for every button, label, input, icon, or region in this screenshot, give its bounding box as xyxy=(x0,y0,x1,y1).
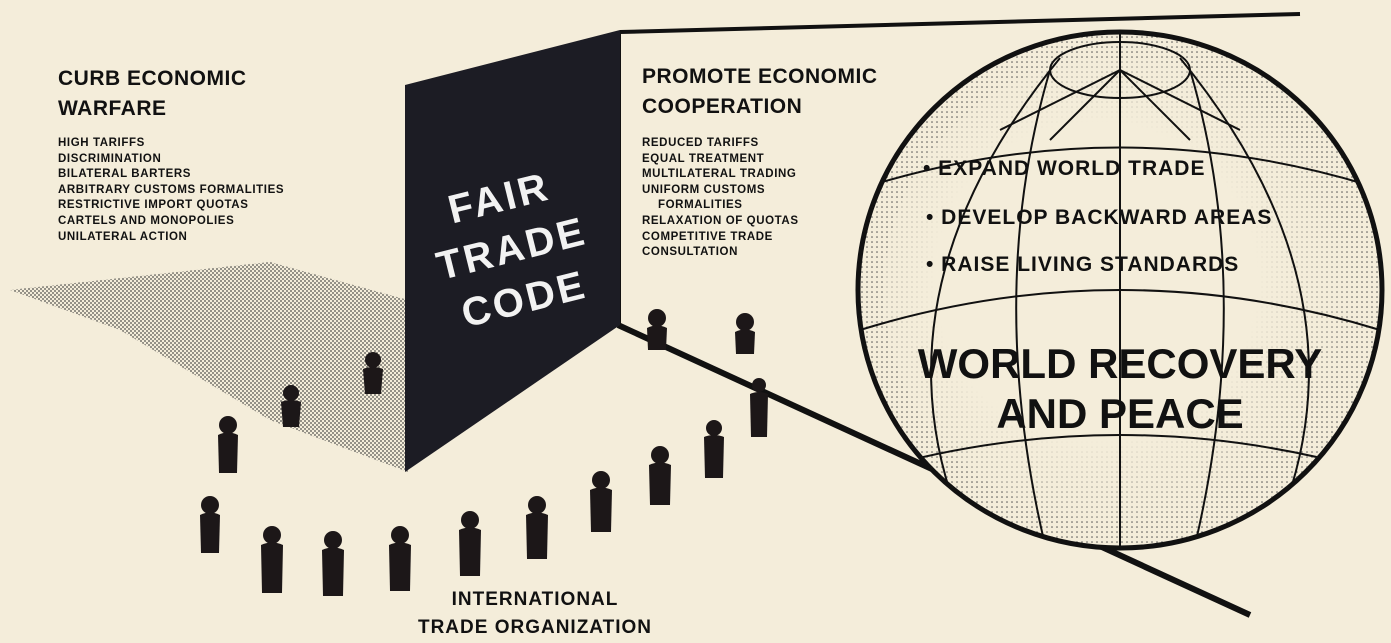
list-item: ARBITRARY CUSTOMS FORMALITIES xyxy=(58,183,285,196)
globe-result: WORLD RECOVERY AND PEACE xyxy=(918,340,1322,437)
globe-result-line: WORLD RECOVERY xyxy=(918,340,1322,387)
horizon-line xyxy=(619,12,1301,34)
floor-shadow xyxy=(10,262,408,472)
person-figure xyxy=(281,385,301,427)
right-heading-line: COOPERATION xyxy=(642,95,803,118)
globe-goal: • DEVELOP BACKWARD AREAS xyxy=(926,206,1272,229)
globe xyxy=(855,29,1385,551)
organization-label: INTERNATIONAL TRADE ORGANIZATION xyxy=(380,586,690,642)
left-list: HIGH TARIFFS DISCRIMINATION BILATERAL BA… xyxy=(58,136,284,245)
list-item: FORMALITIES xyxy=(658,199,743,212)
person-figure xyxy=(704,420,724,478)
list-item: CARTELS AND MONOPOLIES xyxy=(58,214,235,227)
list-item: UNIFORM CUSTOMS xyxy=(642,183,766,196)
person-figure xyxy=(261,526,283,593)
list-item: CONSULTATION xyxy=(642,246,738,259)
person-figure xyxy=(200,496,220,553)
person-figure xyxy=(526,496,548,559)
list-item: EQUAL TREATMENT xyxy=(642,152,765,165)
person-figure xyxy=(649,446,671,505)
left-heading-line: CURB ECONOMIC xyxy=(58,67,247,90)
globe-goals: • EXPAND WORLD TRADE • DEVELOP BACKWARD … xyxy=(923,157,1272,276)
person-figure xyxy=(218,416,238,473)
people-figures xyxy=(200,309,768,596)
person-figure xyxy=(750,378,768,437)
globe-result-line: AND PEACE xyxy=(996,390,1243,437)
organization-label-line: INTERNATIONAL xyxy=(451,589,619,610)
list-item: BILATERAL BARTERS xyxy=(58,168,192,181)
list-item: RELAXATION OF QUOTAS xyxy=(642,214,799,227)
list-item: RESTRICTIVE IMPORT QUOTAS xyxy=(58,199,249,212)
person-figure xyxy=(590,471,612,532)
person-figure xyxy=(735,313,755,354)
fair-trade-code-panel xyxy=(405,30,620,472)
globe-goal: • EXPAND WORLD TRADE xyxy=(923,157,1205,180)
list-item: REDUCED TARIFFS xyxy=(642,137,759,149)
person-figure xyxy=(647,309,667,350)
right-heading: PROMOTE ECONOMIC COOPERATION xyxy=(642,62,878,122)
list-item: UNILATERAL ACTION xyxy=(58,230,188,243)
list-item: DISCRIMINATION xyxy=(58,152,162,165)
list-item: MULTILATERAL TRADING xyxy=(642,168,797,181)
list-item: COMPETITIVE TRADE xyxy=(642,230,773,243)
left-heading-line: WARFARE xyxy=(58,97,167,120)
left-heading: CURB ECONOMIC WARFARE xyxy=(58,64,247,124)
globe-goal: • RAISE LIVING STANDARDS xyxy=(926,253,1239,276)
organization-label-line: TRADE ORGANIZATION xyxy=(417,617,653,638)
person-figure xyxy=(363,352,383,394)
right-heading-line: PROMOTE ECONOMIC xyxy=(642,65,878,88)
right-list: REDUCED TARIFFS EQUAL TREATMENT MULTILAT… xyxy=(642,136,799,261)
person-figure xyxy=(389,526,411,591)
person-figure xyxy=(322,531,344,596)
list-item: HIGH TARIFFS xyxy=(58,137,145,149)
person-figure xyxy=(459,511,481,576)
